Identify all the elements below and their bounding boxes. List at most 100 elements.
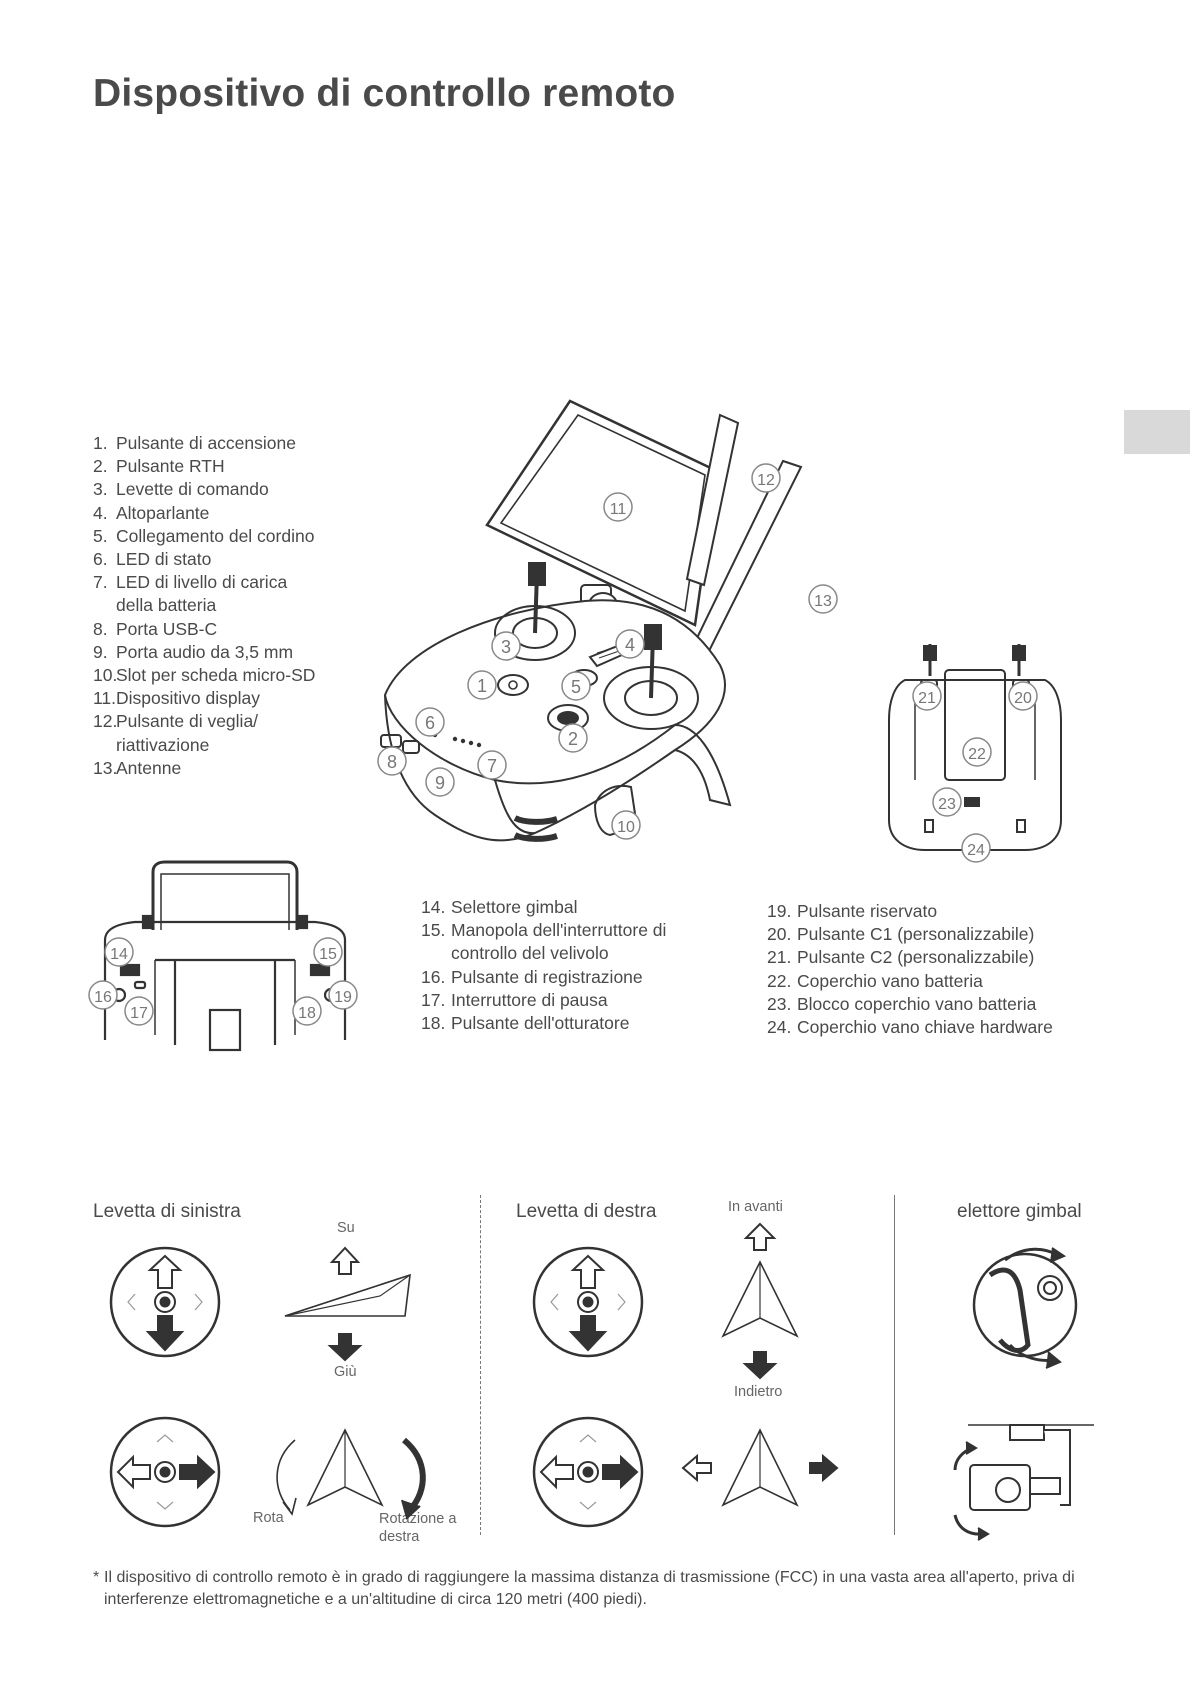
left-stick-title: Levetta di sinistra (93, 1201, 241, 1222)
svg-text:11: 11 (610, 501, 627, 518)
svg-text:8: 8 (387, 752, 397, 772)
callout-21: 21 (912, 681, 942, 711)
svg-text:22: 22 (968, 746, 986, 763)
list-item: 20.Pulsante C1 (personalizzabile) (767, 924, 1035, 945)
list-item: 6.LED di stato (93, 549, 212, 570)
left-stick-yaw-icon (109, 1416, 221, 1528)
list-item: 15.Manopola dell'interruttore di control… (421, 920, 667, 964)
list-item: 3.Levette di comando (93, 479, 269, 500)
list-item: 18.Pulsante dell'otturatore (421, 1013, 630, 1034)
callout-20: 20 (1008, 681, 1038, 711)
callout-3: 3 (491, 631, 521, 661)
callout-23: 23 (932, 787, 962, 817)
svg-text:23: 23 (938, 796, 956, 813)
callout-10: 10 (611, 810, 641, 840)
aircraft-pitch-icon (721, 1222, 799, 1380)
list-item: 2.Pulsante RTH (93, 456, 225, 477)
component-list-back-right: 19.Pulsante riservato 20.Pulsante C1 (pe… (767, 900, 1107, 1039)
list-item: 16.Pulsante di registrazione (421, 966, 643, 987)
callout-19: 19 (328, 980, 358, 1010)
list-item: 21.Pulsante C2 (personalizzabile) (767, 947, 1035, 968)
svg-text:3: 3 (501, 637, 511, 657)
callout-2: 2 (558, 723, 588, 753)
list-item: 9.Porta audio da 3,5 mm (93, 641, 294, 662)
svg-text:13: 13 (814, 593, 832, 610)
divider-solid (894, 1195, 895, 1535)
callout-11: 11 (603, 492, 633, 522)
svg-text:17: 17 (130, 1005, 148, 1022)
svg-text:2: 2 (568, 729, 578, 749)
component-list-back-left: 14.Selettore gimbal 15.Manopola dell'int… (421, 896, 701, 1035)
controller-top-diagram (103, 860, 347, 1052)
left-stick-throttle-icon (109, 1246, 221, 1358)
svg-text:5: 5 (571, 677, 581, 697)
power-button-icon (497, 674, 529, 696)
list-item: 22.Coperchio vano batteria (767, 970, 983, 991)
gimbal-camera-icon (953, 1424, 1094, 1541)
svg-text:10: 10 (617, 819, 635, 836)
label-down: Giù (334, 1364, 357, 1380)
list-item: 7.LED di livello di carica della batteri… (93, 572, 288, 616)
callout-22: 22 (962, 737, 992, 767)
right-stick-icon (603, 624, 699, 730)
label-rotate-left: Rota (253, 1510, 284, 1526)
svg-text:9: 9 (435, 773, 445, 793)
gimbal-dial-title: elettore gimbal (957, 1201, 1082, 1222)
svg-text:7: 7 (487, 756, 497, 776)
svg-text:24: 24 (967, 842, 985, 859)
list-item: 17.Interruttore di pausa (421, 989, 608, 1010)
left-stick-icon (494, 562, 576, 661)
svg-text:19: 19 (334, 989, 352, 1006)
svg-text:16: 16 (94, 989, 112, 1006)
list-item: 24.Coperchio vano chiave hardware (767, 1017, 1053, 1038)
right-stick-roll-icon (532, 1416, 644, 1528)
svg-text:14: 14 (110, 946, 128, 963)
list-item: 14.Selettore gimbal (421, 897, 578, 917)
section-tab (1124, 410, 1190, 454)
label-up: Su (337, 1220, 355, 1236)
callout-18: 18 (292, 996, 322, 1026)
list-item: 19.Pulsante riservato (767, 901, 938, 921)
page-title: Dispositivo di controllo remoto (93, 72, 676, 115)
callout-24: 24 (961, 833, 991, 863)
callout-1: 1 (467, 670, 497, 700)
svg-text:4: 4 (625, 635, 635, 655)
vent-icon (513, 815, 558, 842)
callout-12: 12 (751, 463, 781, 493)
svg-text:20: 20 (1014, 690, 1032, 707)
label-rotate-right: Rotazione a destra (379, 1511, 457, 1545)
callout-17: 17 (124, 996, 154, 1026)
svg-text:21: 21 (918, 690, 936, 707)
list-item: 1.Pulsante di accensione (93, 433, 296, 453)
list-item: 5.Collegamento del cordino (93, 525, 315, 546)
label-backward: Indietro (734, 1384, 783, 1400)
label-forward: In avanti (728, 1199, 783, 1215)
svg-text:1: 1 (477, 676, 487, 696)
callout-16: 16 (88, 980, 118, 1010)
svg-text:6: 6 (425, 713, 435, 733)
right-stick-title: Levetta di destra (516, 1201, 657, 1222)
component-list-main: 1.Pulsante di accensione 2.Pulsante RTH … (93, 432, 393, 780)
callout-4: 4 (615, 629, 645, 659)
callout-8: 8 (377, 746, 407, 776)
list-item: 11.Dispositivo display (93, 688, 260, 709)
callout-5: 5 (561, 671, 591, 701)
right-stick-pitch-icon (532, 1246, 644, 1358)
divider-dashed (480, 1195, 481, 1535)
callout-6: 6 (415, 707, 445, 737)
list-item: 10.Slot per scheda micro-SD (93, 665, 316, 686)
footnote: * Il dispositivo di controllo remoto è i… (93, 1569, 1075, 1608)
rth-button-icon (547, 704, 589, 732)
callout-7: 7 (477, 750, 507, 780)
list-item: 8.Porta USB-C (93, 618, 218, 639)
list-item: 13.Antenne (93, 757, 182, 778)
aircraft-roll-icon (681, 1428, 839, 1507)
callout-15: 15 (313, 937, 343, 967)
aircraft-side-icon (284, 1246, 411, 1362)
callout-9: 9 (425, 767, 455, 797)
list-item: 12.Pulsante di veglia/ riattivazione (93, 711, 259, 755)
